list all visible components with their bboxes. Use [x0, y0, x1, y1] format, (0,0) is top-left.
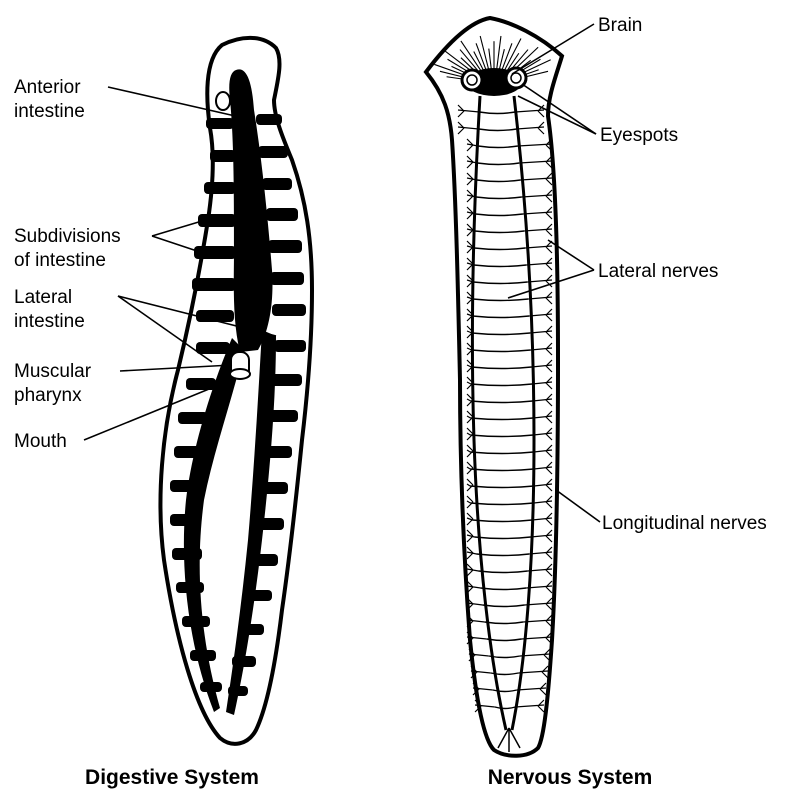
label-subdivisions: Subdivisions of intestine — [14, 226, 126, 271]
caption-digestive-system: Digestive System — [85, 766, 259, 789]
label-mouth: Mouth — [14, 431, 67, 452]
label-muscular-pharynx: Muscular pharynx — [14, 361, 96, 406]
caption-nervous-system: Nervous System — [488, 766, 653, 789]
nervous-eyespot-left — [462, 70, 482, 90]
label-anterior-intestine: Anterior intestine — [14, 77, 86, 122]
leader-subdivisions-a — [152, 221, 202, 236]
nervous-system-figure: Brain Eyespots Lateral nerves Longitudin… — [426, 15, 767, 789]
mouth-opening — [230, 369, 250, 379]
digestive-eyespot-left — [216, 92, 230, 110]
leader-longitudinal-nerves — [556, 490, 600, 522]
label-longitudinal-nerves: Longitudinal nerves — [602, 513, 767, 534]
digestive-system-figure: Anterior intestine Subdivisions of intes… — [14, 38, 312, 789]
label-lateral-intestine: Lateral intestine — [14, 287, 85, 332]
label-eyespots: Eyespots — [600, 125, 678, 146]
nervous-body-outline — [426, 18, 562, 756]
leader-subdivisions-b — [152, 236, 200, 252]
label-brain: Brain — [598, 15, 642, 36]
label-lateral-nerves: Lateral nerves — [598, 261, 718, 282]
